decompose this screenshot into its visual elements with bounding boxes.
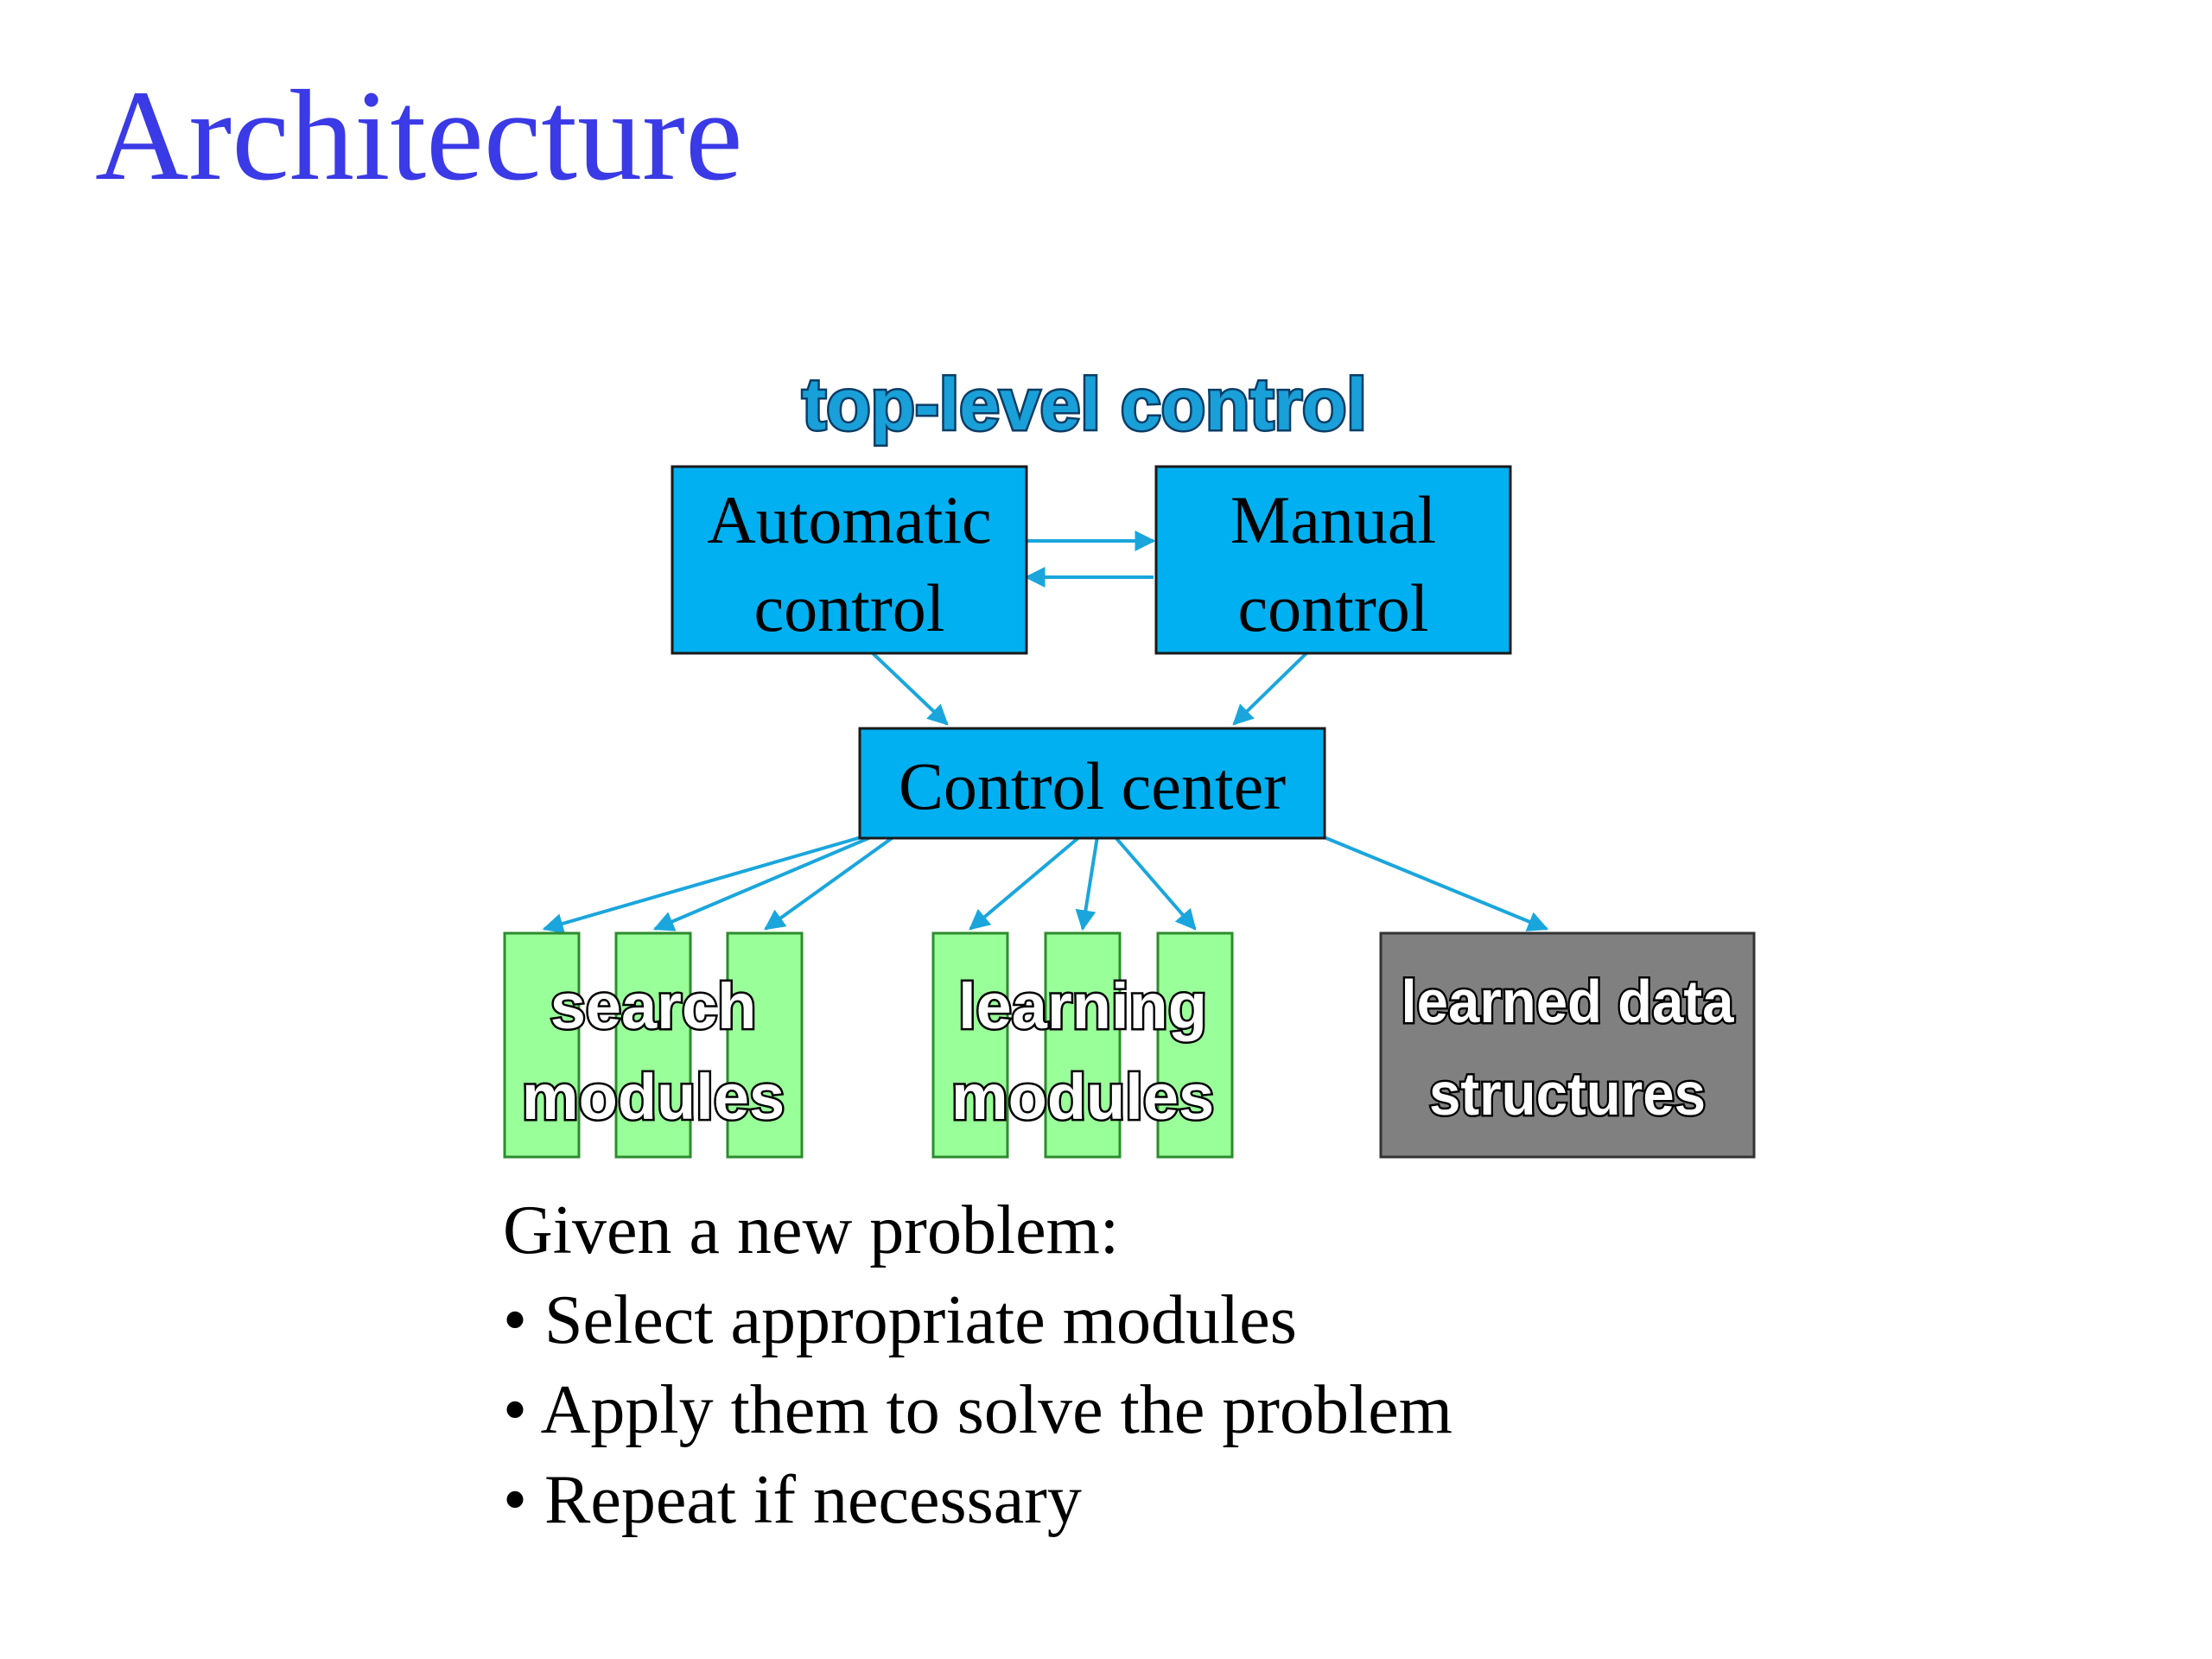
svg-text:control: control bbox=[754, 570, 945, 645]
svg-text:Control center: Control center bbox=[899, 748, 1286, 823]
arrow-center-to-learned-data bbox=[1321, 835, 1549, 931]
learning-modules-group: learning modules bbox=[931, 931, 1234, 1159]
svg-text:learning: learning bbox=[958, 970, 1207, 1042]
svg-text:modules: modules bbox=[951, 1061, 1214, 1133]
arrow-center-to-search-3 bbox=[764, 835, 896, 931]
bullet-select-modules: • Select appropriate modules bbox=[503, 1282, 1297, 1358]
manual-control-line-1: Manual bbox=[1230, 482, 1436, 557]
search-module-1 bbox=[503, 931, 581, 1159]
arrow-center-to-search-1 bbox=[542, 835, 865, 934]
learned-data-line-1: learned data bbox=[1402, 968, 1735, 1035]
arrow-center-to-search-2 bbox=[652, 835, 874, 931]
automatic-control-line-2: control bbox=[754, 570, 945, 645]
automatic-control-box: Automatic control bbox=[671, 465, 1028, 655]
search-modules-group: search modules bbox=[503, 931, 804, 1159]
control-center-label: Control center bbox=[899, 748, 1286, 823]
search-modules-line-1: search bbox=[550, 970, 757, 1042]
slide-title: Architecture bbox=[95, 64, 743, 207]
svg-text:search: search bbox=[550, 970, 757, 1042]
manual-control-box: Manual control bbox=[1154, 465, 1512, 655]
arrow-center-to-learning-2 bbox=[1075, 836, 1099, 931]
svg-text:modules: modules bbox=[522, 1061, 785, 1133]
arrow-center-to-learning-1 bbox=[969, 835, 1082, 931]
svg-text:control: control bbox=[1238, 570, 1429, 645]
search-modules-line-2: modules bbox=[522, 1061, 785, 1133]
search-module-3 bbox=[726, 931, 804, 1159]
arrow-automatic-to-center bbox=[871, 652, 949, 726]
svg-text:Automatic: Automatic bbox=[707, 482, 991, 557]
problem-intro: Given a new problem: bbox=[503, 1192, 1120, 1268]
control-center-box: Control center bbox=[858, 727, 1326, 840]
svg-text:Manual: Manual bbox=[1230, 482, 1436, 557]
learned-data-line-2: structures bbox=[1429, 1060, 1706, 1128]
top-level-control-label: top-level control bbox=[802, 364, 1366, 445]
arrow-center-to-learning-3 bbox=[1113, 835, 1197, 931]
connector-arrows bbox=[542, 531, 1549, 934]
learning-module-3 bbox=[1156, 931, 1234, 1159]
learned-data-structures-box: learned data structures bbox=[1379, 931, 1756, 1159]
manual-control-line-2: control bbox=[1238, 570, 1429, 645]
svg-text:structures: structures bbox=[1429, 1060, 1706, 1128]
bullet-repeat: • Repeat if necessary bbox=[503, 1462, 1082, 1538]
automatic-control-line-1: Automatic bbox=[707, 482, 991, 557]
svg-text:learned data: learned data bbox=[1402, 968, 1735, 1035]
problem-steps-text: Given a new problem: • Select appropriat… bbox=[503, 1185, 1452, 1545]
bullet-apply-modules: • Apply them to solve the problem bbox=[503, 1372, 1452, 1448]
learning-modules-line-1: learning bbox=[958, 970, 1207, 1042]
learning-module-2 bbox=[1044, 931, 1122, 1159]
arrow-manual-to-center bbox=[1232, 652, 1308, 726]
learning-modules-line-2: modules bbox=[951, 1061, 1214, 1133]
search-module-2 bbox=[614, 931, 692, 1159]
learning-module-1 bbox=[931, 931, 1009, 1159]
